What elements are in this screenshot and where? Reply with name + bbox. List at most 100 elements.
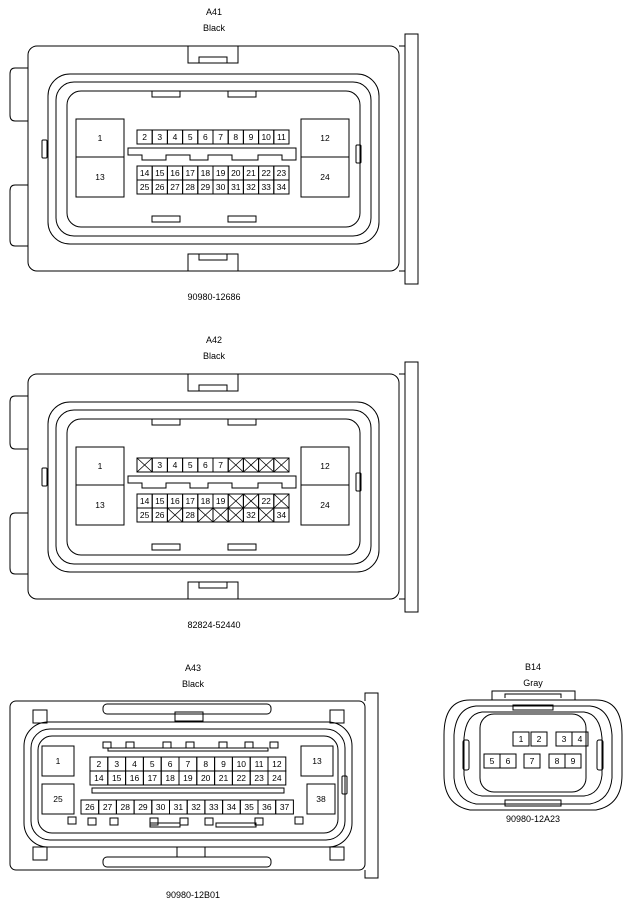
pin-label: 5 xyxy=(150,759,155,769)
pin-label: 31 xyxy=(174,802,184,812)
pin-label: 3 xyxy=(114,759,119,769)
pin-label: 16 xyxy=(130,773,140,783)
pin-cell xyxy=(273,457,290,473)
top-tab-inner xyxy=(198,384,228,391)
a43-part-number: 90980-12B01 xyxy=(166,890,220,900)
pin-label: 6 xyxy=(506,756,511,766)
bottom-tab xyxy=(187,581,239,599)
key-notch xyxy=(254,817,264,826)
pin-large: 1 xyxy=(98,461,103,471)
seal-mid xyxy=(55,81,372,237)
side-lug xyxy=(9,184,28,247)
pin-large: 24 xyxy=(320,172,330,182)
pin-large: 12 xyxy=(320,461,330,471)
pin-label: 10 xyxy=(261,132,271,142)
key-strip xyxy=(127,147,297,161)
side-key xyxy=(355,472,362,492)
pin-label: 27 xyxy=(103,802,113,812)
pin-cross xyxy=(227,507,244,523)
key-slot xyxy=(151,215,181,223)
pin-label: 6 xyxy=(203,132,208,142)
b14-part-number: 90980-12A23 xyxy=(506,814,560,824)
pin-label: 14 xyxy=(94,773,104,783)
key-line xyxy=(215,822,257,828)
pin-label: 31 xyxy=(231,182,241,192)
pin-label: 11 xyxy=(255,759,264,769)
pin-label: 30 xyxy=(216,182,226,192)
pin-label: 17 xyxy=(148,773,158,783)
seal-inner xyxy=(66,90,361,228)
corner-notch xyxy=(32,846,48,861)
pin-cross xyxy=(243,493,259,509)
pin-cell xyxy=(267,770,287,786)
pin-large: 13 xyxy=(95,500,105,510)
pin-cell xyxy=(273,129,290,145)
pin-label: 14 xyxy=(140,168,150,178)
seal-outer xyxy=(23,721,353,848)
pin-label: 1 xyxy=(519,734,524,744)
pin-label: 14 xyxy=(140,496,150,506)
pin-label: 6 xyxy=(203,460,208,470)
pin-label: 17 xyxy=(185,168,195,178)
pin-label: 3 xyxy=(157,460,162,470)
key-notch xyxy=(87,817,97,826)
pin-label: 28 xyxy=(185,510,195,520)
pin-label: 5 xyxy=(490,756,495,766)
pin-label: 16 xyxy=(170,496,180,506)
pin-cross xyxy=(227,493,244,509)
latch-bar xyxy=(399,33,419,285)
side-key xyxy=(596,739,604,771)
pin-large: 13 xyxy=(95,172,105,182)
bottom-tab xyxy=(187,253,239,271)
side-key xyxy=(462,739,470,771)
corner-notch xyxy=(329,709,345,724)
key-notch xyxy=(294,816,304,825)
pin-label: 26 xyxy=(155,510,165,520)
bottom-tab-inner xyxy=(198,582,228,589)
pin-label: 35 xyxy=(244,802,254,812)
pin-label: 29 xyxy=(138,802,148,812)
pin-label: 27 xyxy=(170,182,180,192)
key-line xyxy=(149,822,181,828)
pin-cell xyxy=(512,731,530,747)
seal-inner xyxy=(66,418,361,556)
pin-label: 4 xyxy=(132,759,137,769)
key-notch xyxy=(179,817,189,826)
pin-large: 1 xyxy=(56,756,61,766)
pin-24-box xyxy=(300,484,350,526)
key-notch xyxy=(218,741,228,749)
pin-label: 15 xyxy=(112,773,122,783)
seal-outer xyxy=(453,705,613,805)
pin-label: 9 xyxy=(221,759,226,769)
pin-13-box xyxy=(75,156,125,198)
side-lug xyxy=(9,395,28,450)
pin-25-box xyxy=(41,783,75,815)
pin-label: 25 xyxy=(140,182,150,192)
pin-label: 8 xyxy=(233,132,238,142)
pin-large: 1 xyxy=(98,133,103,143)
pin-label: 2 xyxy=(142,132,147,142)
key-slot xyxy=(227,543,257,551)
key-slot xyxy=(227,418,257,426)
pin-cross xyxy=(273,457,290,473)
pin-label: 19 xyxy=(183,773,193,783)
pin-label: 9 xyxy=(249,132,254,142)
housing xyxy=(443,699,623,811)
a43-color: Black xyxy=(182,679,205,689)
pin-label: 22 xyxy=(237,773,247,783)
pin-label: 5 xyxy=(188,460,193,470)
pin-label: 5 xyxy=(188,132,193,142)
pin-13-box xyxy=(300,745,334,777)
key-slot xyxy=(151,418,181,426)
pin-cell xyxy=(275,799,294,815)
key-notch xyxy=(162,741,172,749)
side-lug xyxy=(9,67,28,122)
pin-cross xyxy=(258,507,275,523)
pin-label: 34 xyxy=(227,802,237,812)
key-notch xyxy=(204,817,214,826)
pin-cross xyxy=(273,493,290,509)
pin-label: 19 xyxy=(216,168,226,178)
